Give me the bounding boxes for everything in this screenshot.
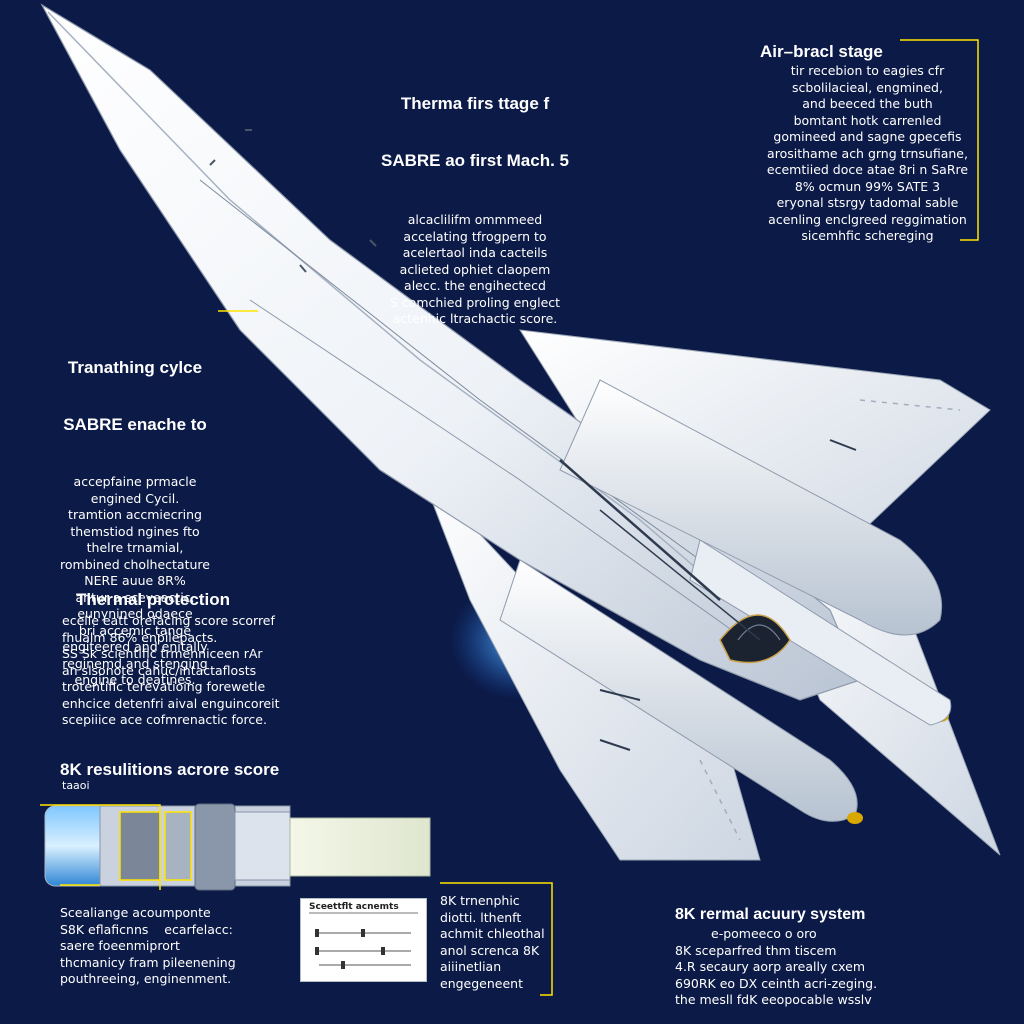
air-breathing-callout: Air–bracl stage tir recebion to eagies c…: [760, 42, 975, 245]
note-card-lines: [309, 912, 418, 969]
thermal-title: Thermal protection: [76, 590, 230, 609]
leader-lines: [40, 39, 979, 996]
transition-title: Tranathing cylce SABRE enache to: [63, 358, 207, 434]
upper-nacelle: [559, 379, 943, 636]
engine-cutaway: [44, 803, 431, 891]
air-breathing-body: tir recebion to eagies cfr scbolilacieal…: [766, 63, 969, 243]
note-card: Sceettflt acnemts: [300, 898, 427, 982]
cockpit-canopy: [719, 614, 791, 664]
fuselage: [40, 3, 861, 701]
transition-body: accepfaine prmacle engined Cycil. tramti…: [60, 474, 210, 687]
first-stage-title: Therma firs ttage f SABRE ao first Mach.…: [381, 94, 569, 170]
air-breathing-title: Air–bracl stage: [760, 42, 883, 61]
note-card-title: Sceettflt acnemts: [309, 902, 399, 912]
thermal-callout: Thermal protection ecelle eatt orefacing…: [62, 590, 322, 729]
first-stage-body: alcaclilifm ommmeed accelating tfrogpern…: [389, 212, 561, 326]
resolution-tag: taaoi: [62, 779, 90, 792]
rermal-callout: 8K rermal acuury system e-pomeeco o oro …: [675, 905, 915, 1009]
resolution-title: 8K resulitions acrore score: [60, 760, 280, 779]
transition-callout: Tranathing cylce SABRE enache to accepfa…: [30, 320, 240, 689]
thermal-body: ecelle eatt orefacing score scorref fhua…: [62, 613, 280, 727]
engine-caption: Scealiange acoumponte S8K eflaficnns eca…: [60, 905, 236, 986]
rermal-title: 8K rermal acuury system: [675, 906, 866, 923]
center-note: 8K trnenphic diotti. lthenft achmit chle…: [440, 893, 545, 991]
first-stage-callout: Therma firs ttage f SABRE ao first Mach.…: [370, 56, 580, 328]
rermal-body: e-pomeeco o oro 8K sceparfred thm tiscem…: [675, 926, 878, 1007]
